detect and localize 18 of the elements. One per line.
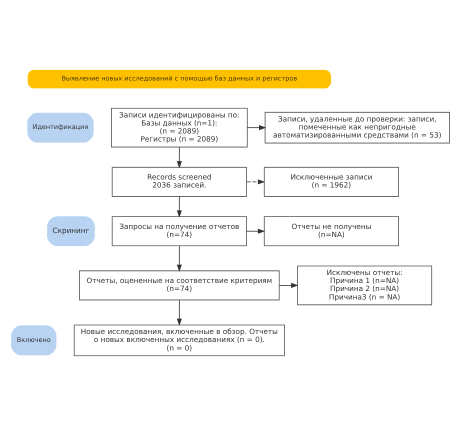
arrow [279,282,298,288]
node-box: Records screened 2036 записей. [112,166,247,196]
node-box: Запросы на получение отчетов (n=74) [112,216,247,246]
node-box: Новые исследования, включенные в обзор. Отчеты о новых включенных исследованиях (n = 0). (n = 0) [74,324,285,356]
arrow [176,299,182,326]
node-box: Исключенные записи (n = 1962) [264,166,399,196]
arrow [176,196,182,218]
arrow [176,146,182,168]
arrow [247,124,266,130]
node-box: Записи, удаленные до проверки: записи, помеченные как непригодные автоматизированными средствами (n = 53) [264,111,450,143]
arrow [246,228,266,234]
node-box: Исключены отчеты: Причина 1 (n=NA) Причина 2 (n=NA) Причина3 (n = NA) [297,265,432,305]
node-box: Отчеты не получены (n=NA) [264,216,399,246]
node-box: Записи идентифицированы по: Базы данных (n=1): (n = 2089) Регистры (n = 2089) [111,107,248,147]
node-box: Отчеты, оцененные на соответствие критериям (n=74) [79,270,280,300]
arrow [246,178,266,184]
arrow [176,244,182,272]
node-box: Скрининг [47,216,95,246]
